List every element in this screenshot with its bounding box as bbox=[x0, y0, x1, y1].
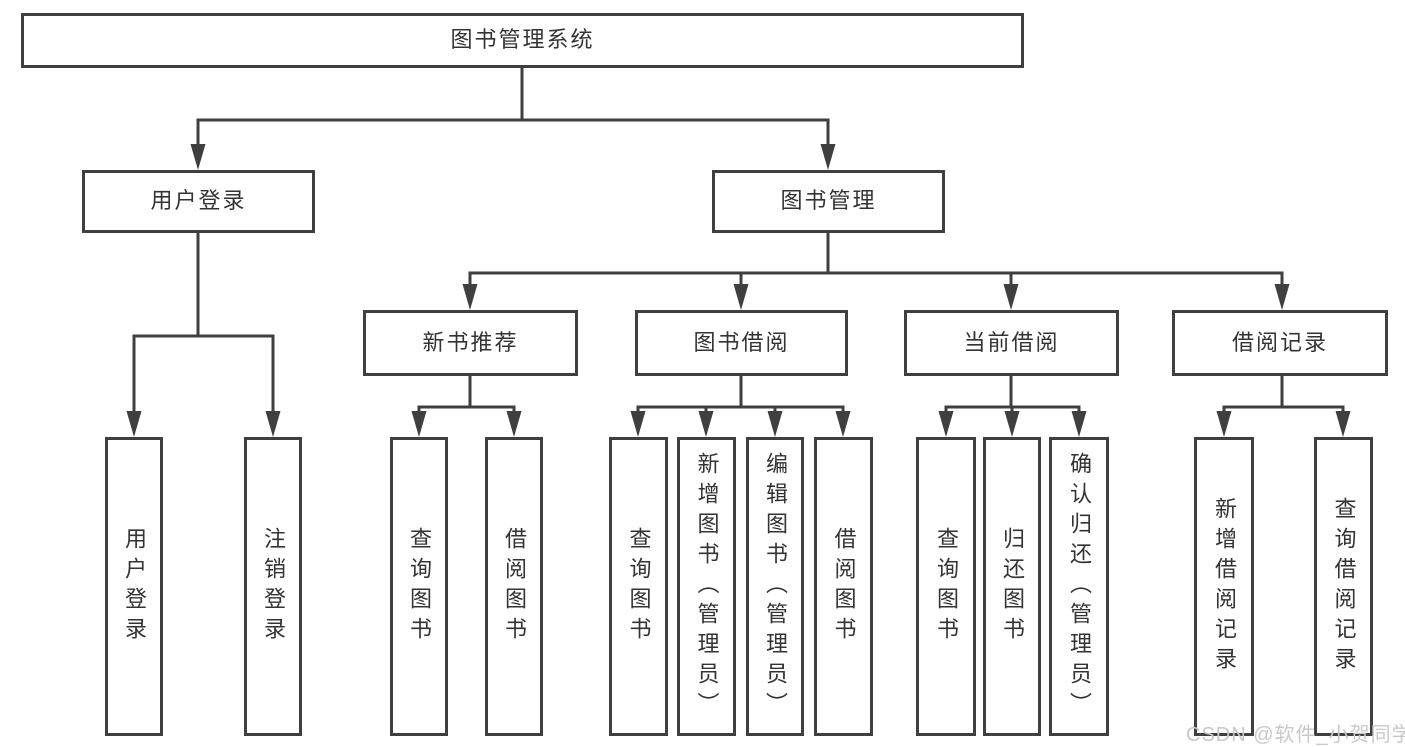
arrowhead bbox=[767, 411, 783, 437]
node-book-management: 图书管理 bbox=[712, 170, 945, 233]
node-label: 用户登录 bbox=[150, 188, 247, 214]
node-borrowing-records: 借阅记录 bbox=[1172, 310, 1388, 376]
node-label: 图书管理 bbox=[780, 188, 877, 214]
node-label: 查询图书 bbox=[934, 526, 959, 647]
node-label: 图书借阅 bbox=[693, 329, 790, 355]
node-label: 借阅图书 bbox=[502, 526, 527, 647]
node-cb-query-books: 查询图书 bbox=[916, 437, 976, 736]
arrowhead bbox=[938, 411, 954, 437]
node-br-add-borrow-record: 新增借阅记录 bbox=[1194, 437, 1254, 736]
connector-user-login-branch bbox=[126, 233, 281, 437]
connector-book-borrowing-branch bbox=[630, 376, 851, 437]
node-current-borrowing: 当前借阅 bbox=[904, 310, 1119, 376]
node-bb-add-books-admin: 新增图书（管理员） bbox=[677, 437, 736, 736]
connector-new-book-recommendation-branch bbox=[411, 376, 522, 437]
node-bb-borrow-books: 借阅图书 bbox=[814, 437, 873, 736]
arrowhead bbox=[835, 411, 851, 437]
node-nbr-borrow-books: 借阅图书 bbox=[485, 437, 543, 736]
node-label: 新书推荐 bbox=[422, 329, 519, 355]
node-library-management-system: 图书管理系统 bbox=[21, 13, 1024, 68]
node-label: 查询借阅记录 bbox=[1331, 496, 1357, 677]
node-label: 查询图书 bbox=[407, 526, 432, 647]
csdn-watermark: CSDN @软件_小贺同学 bbox=[1186, 724, 1405, 746]
node-user-login-leaf: 用户登录 bbox=[105, 437, 163, 736]
node-bb-edit-books-admin: 编辑图书（管理员） bbox=[746, 437, 804, 736]
arrowhead bbox=[1335, 411, 1351, 437]
arrowhead bbox=[411, 411, 427, 437]
node-label: 编辑图书（管理员） bbox=[763, 451, 788, 722]
node-bb-query-books: 查询图书 bbox=[609, 437, 668, 736]
node-book-borrowing: 图书借阅 bbox=[635, 310, 848, 376]
node-label: 当前借阅 bbox=[963, 329, 1060, 355]
node-label: 归还图书 bbox=[1000, 526, 1025, 647]
node-label: 借阅记录 bbox=[1231, 329, 1328, 355]
arrowhead bbox=[506, 411, 522, 437]
node-cb-confirm-return-admin: 确认归还（管理员） bbox=[1049, 437, 1109, 736]
arrowhead bbox=[1071, 411, 1087, 437]
connector-root-branch bbox=[190, 66, 836, 170]
node-label: 查询图书 bbox=[626, 526, 652, 647]
arrowhead bbox=[630, 411, 646, 437]
arrowhead bbox=[733, 284, 749, 310]
connector-borrowing-records-branch bbox=[1216, 376, 1351, 437]
arrowhead bbox=[820, 144, 836, 170]
arrowhead bbox=[1274, 284, 1290, 310]
arrowhead bbox=[190, 144, 206, 170]
node-label: 确认归还（管理员） bbox=[1067, 451, 1092, 722]
node-nbr-query-books: 查询图书 bbox=[390, 437, 448, 736]
arrowhead bbox=[1216, 411, 1232, 437]
arrowhead bbox=[462, 284, 478, 310]
node-user-login: 用户登录 bbox=[82, 170, 315, 233]
node-logout: 注销登录 bbox=[244, 437, 302, 736]
node-label: 注销登录 bbox=[261, 526, 286, 647]
node-label: 图书管理系统 bbox=[450, 27, 595, 53]
arrowhead bbox=[1003, 284, 1019, 310]
node-label: 新增图书（管理员） bbox=[694, 451, 720, 722]
node-label: 借阅图书 bbox=[831, 526, 857, 647]
node-br-query-borrow-record: 查询借阅记录 bbox=[1314, 437, 1373, 736]
node-new-book-recommendation: 新书推荐 bbox=[363, 310, 578, 376]
arrowhead bbox=[265, 411, 281, 437]
arrowhead bbox=[126, 411, 142, 437]
connector-current-borrowing-branch bbox=[938, 376, 1087, 437]
connector-book-management-branch bbox=[462, 233, 1290, 310]
node-cb-return-books: 归还图书 bbox=[983, 437, 1041, 736]
node-label: 新增借阅记录 bbox=[1212, 496, 1237, 677]
arrowhead bbox=[1004, 411, 1020, 437]
node-label: 用户登录 bbox=[122, 526, 147, 647]
arrowhead bbox=[698, 411, 714, 437]
